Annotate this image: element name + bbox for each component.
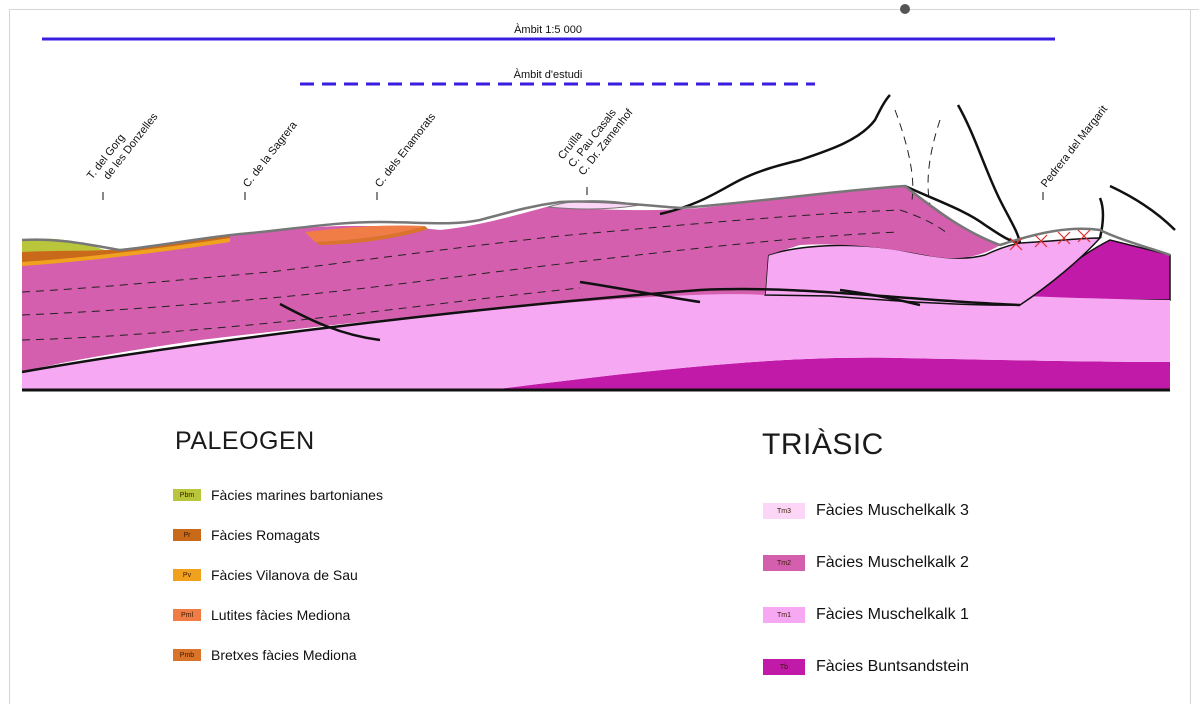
legend-paleogen-title: PALEOGEN: [175, 427, 315, 456]
legend-item-tm3: Tm3 Fàcies Muschelkalk 3: [763, 502, 969, 520]
legend-swatch-tm3: Tm3: [763, 503, 805, 519]
legend-item-tb: Tb Fàcies Buntsandstein: [763, 658, 969, 676]
label-enamorats: C. dels Enamorats: [373, 111, 438, 190]
legend-label-tb: Fàcies Buntsandstein: [816, 658, 969, 676]
legend-label-pmb: Bretxes fàcies Mediona: [211, 647, 357, 663]
legend-item-pv: Pv Fàcies Vilanova de Sau: [173, 567, 358, 583]
legend-label-pbm: Fàcies marines bartonianes: [211, 487, 383, 503]
legend-swatch-tm1: Tm1: [763, 607, 805, 623]
legend-swatch-pr: Pr: [173, 529, 201, 541]
legend-label-pml: Lutites fàcies Mediona: [211, 607, 350, 623]
scope-1-5000-label: Àmbit 1:5 000: [514, 23, 582, 36]
legend-label-tm1: Fàcies Muschelkalk 1: [816, 606, 969, 624]
legend-label-pv: Fàcies Vilanova de Sau: [211, 567, 358, 583]
legend-label-tm3: Fàcies Muschelkalk 3: [816, 502, 969, 520]
scope-lines: Àmbit 1:5 000 Àmbit d'estudi: [42, 23, 1055, 84]
label-cruilla: Cruïlla C. Pau Casals C. Dr. Zamenhof: [556, 90, 636, 178]
top-marker-dot: [900, 4, 910, 14]
legend-swatch-tb: Tb: [763, 659, 805, 675]
legend-label-pr: Fàcies Romagats: [211, 527, 320, 543]
legend-swatch-pml: Pml: [173, 609, 201, 621]
geological-cross-section: Àmbit 1:5 000 Àmbit d'estudi: [0, 0, 1199, 410]
label-pedrera: Pedrera del Margarit: [1039, 103, 1110, 189]
label-gorg: T. del Gorg de les Donzelles: [85, 103, 161, 190]
label-sagrera: C. de la Sagrera: [241, 119, 300, 190]
legend-swatch-pmb: Pmb: [173, 649, 201, 661]
legend-swatch-tm2: Tm2: [763, 555, 805, 571]
study-scope-label: Àmbit d'estudi: [514, 68, 583, 81]
legend-item-pml: Pml Lutites fàcies Mediona: [173, 607, 350, 623]
legend-item-pr: Pr Fàcies Romagats: [173, 527, 320, 543]
legend-item-tm2: Tm2 Fàcies Muschelkalk 2: [763, 554, 969, 572]
legend-swatch-pv: Pv: [173, 569, 201, 581]
place-labels: T. del Gorg de les Donzelles C. de la Sa…: [85, 90, 1110, 190]
legend-item-pbm: Pbm Fàcies marines bartonianes: [173, 487, 383, 503]
legend-label-tm2: Fàcies Muschelkalk 2: [816, 554, 969, 572]
legend-swatch-pbm: Pbm: [173, 489, 201, 501]
legend-item-tm1: Tm1 Fàcies Muschelkalk 1: [763, 606, 969, 624]
legend-item-pmb: Pmb Bretxes fàcies Mediona: [173, 647, 357, 663]
legend-triassic-title: TRIÀSIC: [762, 428, 884, 462]
